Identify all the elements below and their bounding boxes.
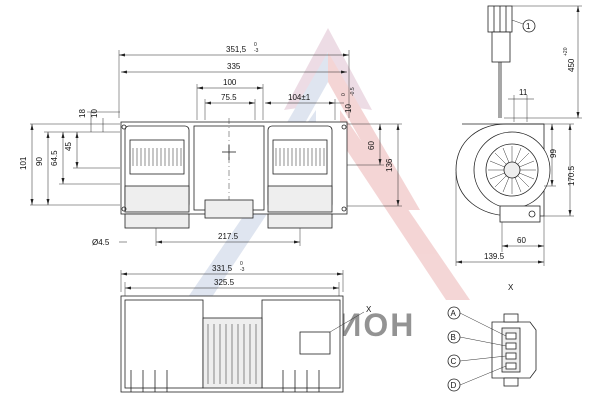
dim-width-3315-tol-bot: -3 xyxy=(240,267,245,273)
dim-h-101: 101 xyxy=(19,156,28,170)
bottom-motor-ribs xyxy=(207,324,257,384)
dim-cable-450: 450 xyxy=(567,58,576,72)
connector-title: X xyxy=(508,283,514,292)
dim-bottom-2175: 217.5 xyxy=(218,232,239,241)
front-view: 351,5 0 -3 335 100 75.5 104±1 10 0 -0.5 xyxy=(19,42,402,247)
dim-mount-span: 335 xyxy=(227,62,241,71)
dim-h-99: 99 xyxy=(549,149,558,158)
connector-latch-top xyxy=(503,313,519,323)
cable-sleeve xyxy=(491,31,511,63)
motor-bottom xyxy=(204,199,254,219)
connector-latch-bottom xyxy=(503,377,519,387)
pin-d-label: D xyxy=(451,381,457,390)
dim-h-90: 90 xyxy=(35,157,44,166)
dim-width-3315-tol-top: 0 xyxy=(240,261,243,267)
dim-width-3255: 325.5 xyxy=(214,278,235,287)
right-scroll-base xyxy=(267,185,333,213)
callout-1: 1 xyxy=(526,22,531,31)
connector-detail: X A B C D xyxy=(447,283,537,392)
dim-overall-width: 351,5 xyxy=(226,45,247,54)
dim-outlet-104: 104±1 xyxy=(288,93,311,102)
dim-h-136: 136 xyxy=(385,158,394,172)
dim-w-11: 11 xyxy=(519,88,528,97)
right-impeller-fins xyxy=(275,148,325,166)
callout-1-circle xyxy=(522,19,536,33)
dim-width-3315: 331.5 xyxy=(212,264,233,273)
pin-c-label: C xyxy=(451,357,457,366)
dim-h-645: 64.5 xyxy=(50,150,59,166)
dim-cable-450-tol: +20 xyxy=(563,47,569,56)
dim-h-60: 60 xyxy=(367,141,376,150)
dim-outlet-10-tol2: -0.5 xyxy=(350,87,356,96)
dim-center-100: 100 xyxy=(223,78,237,87)
pin-a-label: A xyxy=(451,309,457,318)
dim-outlet-10-tol: 0 xyxy=(341,93,347,96)
bottom-x-label: X xyxy=(366,305,372,314)
dim-h-18: 18 xyxy=(78,109,87,118)
bottom-connector-ref xyxy=(299,331,331,355)
side-hub xyxy=(503,161,521,179)
dim-hole-d: Ø4.5 xyxy=(92,238,110,247)
pin-slot-d xyxy=(505,362,517,370)
dim-overall-width-tol-top: 0 xyxy=(254,42,257,48)
dim-h-45: 45 xyxy=(64,142,73,151)
left-foot xyxy=(124,213,190,229)
dim-w-1395: 139.5 xyxy=(484,252,505,261)
dim-w-60: 60 xyxy=(517,236,526,245)
left-scroll-base xyxy=(124,185,190,213)
pin-slot-c xyxy=(505,352,517,360)
dim-center-755: 75.5 xyxy=(221,93,237,102)
pin-slot-a xyxy=(505,332,517,340)
bottom-left-scroll xyxy=(124,299,204,389)
pin-b-label: B xyxy=(451,333,456,342)
bottom-motor xyxy=(202,317,263,389)
pin-slot-b xyxy=(505,342,517,350)
side-view: 1 450 +20 11 xyxy=(455,5,582,266)
dim-h-1705: 170.5 xyxy=(567,165,576,186)
bottom-view: 331.5 0 -3 325.5 xyxy=(120,261,372,393)
dim-h-10: 10 xyxy=(90,109,99,118)
left-impeller-fins xyxy=(132,148,182,166)
side-foot xyxy=(499,205,541,223)
dim-overall-width-tol-bot: -3 xyxy=(254,48,259,54)
dim-outlet-10: 10 xyxy=(344,104,353,113)
right-foot xyxy=(267,213,333,229)
